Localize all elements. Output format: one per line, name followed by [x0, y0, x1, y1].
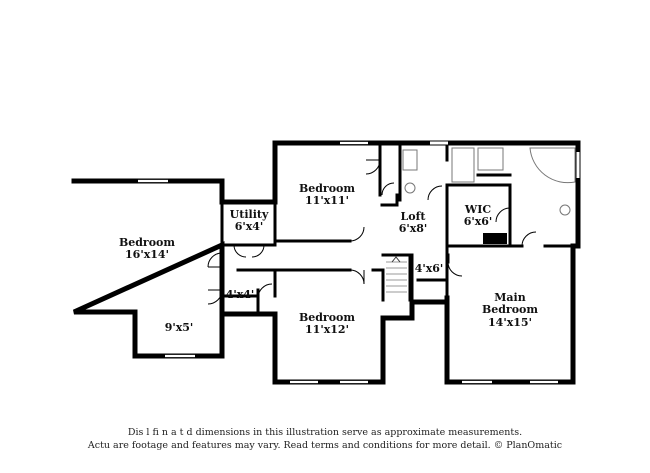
tub-icon [451, 147, 475, 183]
disclaimer-line-2: Actu are footage and features may vary. … [87, 440, 563, 451]
room-size: 4'x6' [415, 262, 444, 275]
shower-icon [529, 147, 576, 184]
room-size: 4'x4' [226, 288, 255, 301]
room-size: 6'x4' [235, 220, 264, 233]
disclaimer-line-1: Dis l fi n a t d dimensions in this illu… [127, 427, 523, 438]
room-name: WIC [464, 203, 491, 216]
doors [207, 159, 537, 305]
windows [138, 141, 580, 384]
room-size: 11'x11' [305, 194, 349, 207]
room-name: Bedroom [119, 236, 175, 249]
room-size: 14'x15' [488, 316, 532, 329]
room-labels: Bedroom 16'x14' 9'x5' Utility 6'x4' 4'x4… [119, 182, 538, 336]
room-name: Bedroom [299, 182, 355, 195]
room-size: 11'x12' [305, 323, 349, 336]
room-name: Bedroom [299, 311, 355, 324]
room-size: 16'x14' [125, 248, 169, 261]
fixtures [402, 147, 576, 216]
sink-icon-main [559, 204, 571, 216]
window-lines [138, 141, 558, 384]
room-size: 6'x8' [399, 222, 428, 235]
room-size: 6'x6' [464, 215, 493, 228]
room-size: 9'x5' [165, 321, 194, 334]
sink-icon [402, 149, 418, 171]
room-name: Loft [401, 210, 427, 223]
exterior-walls [71, 140, 581, 385]
vanity-icon [477, 147, 504, 171]
fireplace-icon [483, 233, 507, 244]
room-name: Utility [230, 208, 269, 221]
stairs [386, 256, 407, 293]
toilet-icon [404, 182, 416, 194]
